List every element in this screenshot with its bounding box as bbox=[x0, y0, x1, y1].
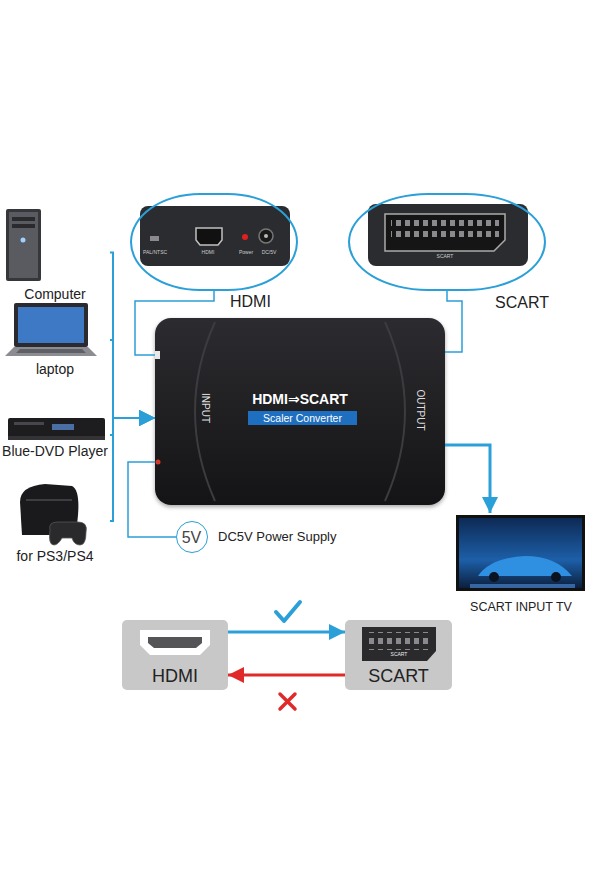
power-label: DC5V Power Supply bbox=[218, 529, 368, 545]
input-bracket bbox=[110, 418, 155, 521]
input-bracket bbox=[110, 253, 155, 419]
side-label: OUTPUT bbox=[414, 380, 426, 440]
dc-pin bbox=[264, 234, 268, 238]
hdmi-icon bbox=[140, 630, 210, 655]
format-switch bbox=[150, 236, 159, 241]
console-line bbox=[26, 499, 72, 501]
port-label: HDMI bbox=[193, 249, 223, 255]
side-label: INPUT bbox=[199, 378, 211, 438]
port-label: PAL/NTSC bbox=[143, 249, 173, 255]
tv-node: SCART INPUT TV bbox=[455, 513, 587, 613]
tv-road bbox=[470, 584, 575, 588]
device-label: for PS3/PS4 bbox=[0, 548, 110, 565]
input-panel bbox=[140, 206, 290, 266]
device-label: Computer bbox=[0, 286, 110, 303]
hdmi-icon-slot bbox=[148, 637, 202, 648]
port-callout: PAL/NTSCHDMIPowerDC/5VHDMI bbox=[130, 193, 298, 291]
tv-wheel bbox=[489, 572, 499, 582]
dvd-player bbox=[8, 418, 105, 440]
dvd-display bbox=[52, 424, 74, 430]
power-button bbox=[21, 238, 26, 243]
voltage-circle: 5VDC5V Power Supply bbox=[176, 521, 208, 553]
port-label: SCART bbox=[384, 651, 414, 657]
drive-slot bbox=[12, 224, 35, 228]
connector-box: HDMI bbox=[122, 620, 228, 690]
power-notch bbox=[156, 460, 161, 465]
scart-pins bbox=[391, 220, 499, 242]
tv-frame bbox=[456, 515, 585, 591]
device-label: laptop bbox=[0, 361, 110, 378]
input-bracket bbox=[110, 418, 155, 435]
dvd-tray bbox=[14, 422, 44, 425]
scart-port bbox=[385, 214, 505, 251]
port-label: SCART bbox=[432, 253, 458, 259]
product-subtitle: Scaler Converter bbox=[248, 411, 357, 425]
power-led bbox=[242, 234, 248, 240]
device-node: laptop bbox=[0, 300, 110, 380]
output-arrow bbox=[445, 445, 490, 513]
connector-label: SCART bbox=[345, 665, 452, 687]
tv-screen bbox=[459, 518, 582, 588]
forbidden-arrow bbox=[228, 674, 345, 677]
output-panel bbox=[368, 204, 528, 266]
callout-label: HDMI bbox=[230, 292, 280, 311]
cross-mark bbox=[280, 694, 295, 709]
device-node: for PS3/PS4 bbox=[0, 475, 110, 567]
callout-label: SCART bbox=[495, 293, 555, 312]
laptop-screen bbox=[18, 307, 84, 343]
connector-label: HDMI bbox=[122, 665, 228, 687]
callout-leader bbox=[135, 291, 214, 355]
allowed-arrow bbox=[228, 631, 345, 634]
device-node: Computer bbox=[0, 205, 110, 300]
drive-slot bbox=[12, 217, 35, 221]
laptop-bezel bbox=[14, 303, 88, 347]
body-curve bbox=[385, 322, 405, 501]
body-curve bbox=[195, 322, 215, 501]
gamepad bbox=[50, 522, 87, 545]
port-callout: SCARTSCART bbox=[348, 193, 546, 291]
laptop-keyboard bbox=[16, 349, 86, 353]
dc-jack bbox=[259, 229, 273, 243]
hdmi-port bbox=[196, 228, 222, 245]
voltage-label: 5V bbox=[176, 528, 208, 547]
scart-icon-pins bbox=[368, 632, 432, 650]
computer-tower bbox=[6, 209, 41, 281]
tv-wheel bbox=[551, 572, 561, 582]
input-notch bbox=[155, 351, 160, 359]
port-label: DC/5V bbox=[257, 249, 281, 255]
tv-label: SCART INPUT TV bbox=[455, 600, 587, 615]
check-mark bbox=[276, 602, 300, 621]
converter-box: HDMI⇒SCART Scaler Converter INPUT OUTPUT bbox=[155, 318, 445, 505]
callout-leader bbox=[445, 291, 462, 352]
input-bracket bbox=[110, 340, 155, 418]
port-label: Power bbox=[236, 249, 256, 255]
device-label: Blue-DVD Player bbox=[0, 443, 110, 460]
computer-front bbox=[9, 212, 38, 278]
device-node: Blue-DVD Player bbox=[0, 405, 110, 465]
power-leader bbox=[128, 462, 176, 537]
laptop-base bbox=[5, 347, 97, 356]
scart-icon bbox=[362, 627, 436, 661]
product-title: HDMI⇒SCART bbox=[155, 391, 445, 408]
connector-box: SCART SCART bbox=[345, 620, 452, 690]
dvd-lip bbox=[8, 436, 105, 440]
